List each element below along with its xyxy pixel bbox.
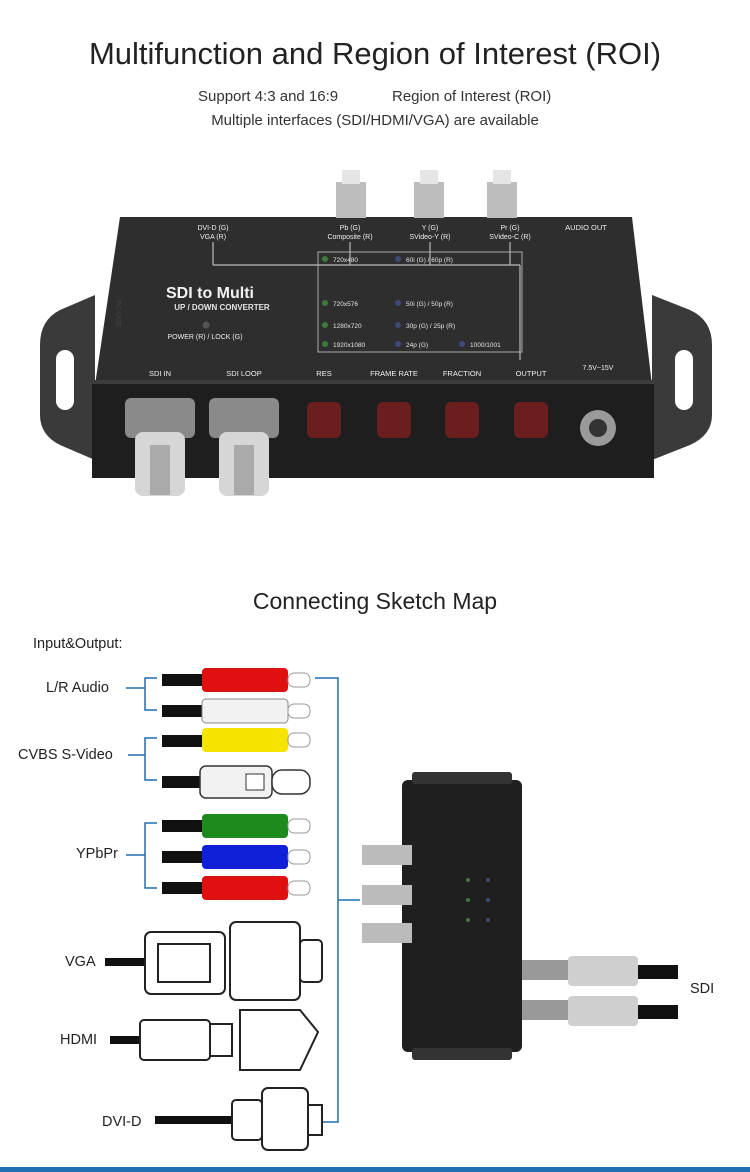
bracket-lines xyxy=(126,677,360,1123)
front-label-output: OUTPUT xyxy=(516,369,547,378)
page-title: Multifunction and Region of Interest (RO… xyxy=(88,36,662,71)
fraction-button[interactable] xyxy=(445,402,479,438)
label-lr-audio: L/R Audio xyxy=(46,680,109,696)
front-label-sdi-loop: SDI LOOP xyxy=(226,369,261,378)
label-hdmi: HDMI xyxy=(60,1032,98,1048)
front-label-fraction: FRACTION xyxy=(443,369,481,378)
led-720x480: 720x480 xyxy=(333,257,358,264)
bnc-pb-icon xyxy=(336,170,366,218)
sdi-cables-icon xyxy=(522,956,678,1026)
rca-cable-red-video-icon xyxy=(162,876,311,900)
led-indicators: 720x480 720x576 1280x720 1920x1080 60i (… xyxy=(322,256,501,349)
frame-rate-button[interactable] xyxy=(377,402,411,438)
rca-cable-white-audio-icon xyxy=(162,698,311,724)
front-label-sdi-in: SDI IN xyxy=(149,369,171,378)
port-label-composite: Composite (R) xyxy=(327,234,372,241)
port-label-y: Y (G) xyxy=(422,225,439,232)
device-name: SDI to Multi xyxy=(166,285,254,302)
left-mounting-ear xyxy=(40,295,95,460)
rca-cable-green-icon xyxy=(162,814,311,838)
pc-usb-label: PC-USB xyxy=(114,300,121,327)
port-label-dvi: DVI-D (G) xyxy=(197,225,228,232)
sdi-in-bnc-icon xyxy=(125,398,195,496)
feature-roi: Region of Interest (ROI) xyxy=(392,88,552,105)
power-lock-label: POWER (R) / LOCK (G) xyxy=(167,334,242,341)
front-label-power: 7.5V~15V xyxy=(583,365,614,372)
label-sdi: SDI xyxy=(690,981,715,997)
connection-diagram xyxy=(105,668,678,1151)
led-1280x720: 1280x720 xyxy=(333,323,362,330)
led-1000-1001: 1000/1001 xyxy=(470,342,501,349)
led-30p: 30p (G) / 25p (R) xyxy=(406,323,455,330)
device-photo: DVI-D (G) VGA (R) Pb (G) Composite (R) Y… xyxy=(40,170,712,496)
port-label-audio: AUDIO OUT xyxy=(565,223,607,232)
led-24p: 24p (G) xyxy=(406,342,428,349)
front-label-res: RES xyxy=(316,369,331,378)
led-720x576: 720x576 xyxy=(333,301,358,308)
rca-cable-blue-icon xyxy=(162,845,311,869)
device-small-icon xyxy=(362,772,522,1060)
bottom-accent-bar xyxy=(0,1167,750,1172)
port-label-svideo-c: SVideo-C (R) xyxy=(489,234,531,241)
power-led-icon xyxy=(202,321,210,329)
front-label-frame-rate: FRAME RATE xyxy=(370,369,418,378)
right-mounting-ear xyxy=(652,295,712,460)
led-1920x1080: 1920x1080 xyxy=(333,342,366,349)
device-top xyxy=(95,217,652,385)
res-button[interactable] xyxy=(307,402,341,438)
svideo-cable-icon xyxy=(162,765,311,799)
rca-cable-yellow-icon xyxy=(162,728,311,752)
port-label-pb: Pb (G) xyxy=(340,225,361,232)
output-button[interactable] xyxy=(514,402,548,438)
sdi-loop-bnc-icon xyxy=(209,398,279,496)
feature-interfaces: Multiple interfaces (SDI/HDMI/VGA) are a… xyxy=(211,112,539,129)
io-label: Input&Output: xyxy=(33,636,123,652)
port-label-pr: Pr (G) xyxy=(500,225,519,232)
label-cvbs: CVBS S-Video xyxy=(18,747,113,763)
led-50i: 50i (G) / 50p (R) xyxy=(406,301,453,308)
bnc-pr-icon xyxy=(487,170,517,218)
feature-aspect: Support 4:3 and 16:9 xyxy=(198,88,339,105)
sketch-title: Connecting Sketch Map xyxy=(252,588,498,614)
label-vga: VGA xyxy=(65,954,96,970)
hdmi-connector-icon xyxy=(110,1009,320,1071)
label-ypbpr: YPbPr xyxy=(76,846,118,862)
led-60i: 60i (G) / 60p (R) xyxy=(406,257,453,264)
bnc-y-icon xyxy=(414,170,444,218)
dvi-connector-icon xyxy=(155,1087,323,1151)
rca-cable-red-audio-icon xyxy=(162,668,311,692)
vga-connector-icon xyxy=(105,921,323,1001)
port-label-vga: VGA (R) xyxy=(200,234,226,241)
device-subtitle: UP / DOWN CONVERTER xyxy=(174,303,270,312)
port-label-svideo-y: SVideo-Y (R) xyxy=(410,234,451,241)
label-dvi: DVI-D xyxy=(102,1114,142,1130)
